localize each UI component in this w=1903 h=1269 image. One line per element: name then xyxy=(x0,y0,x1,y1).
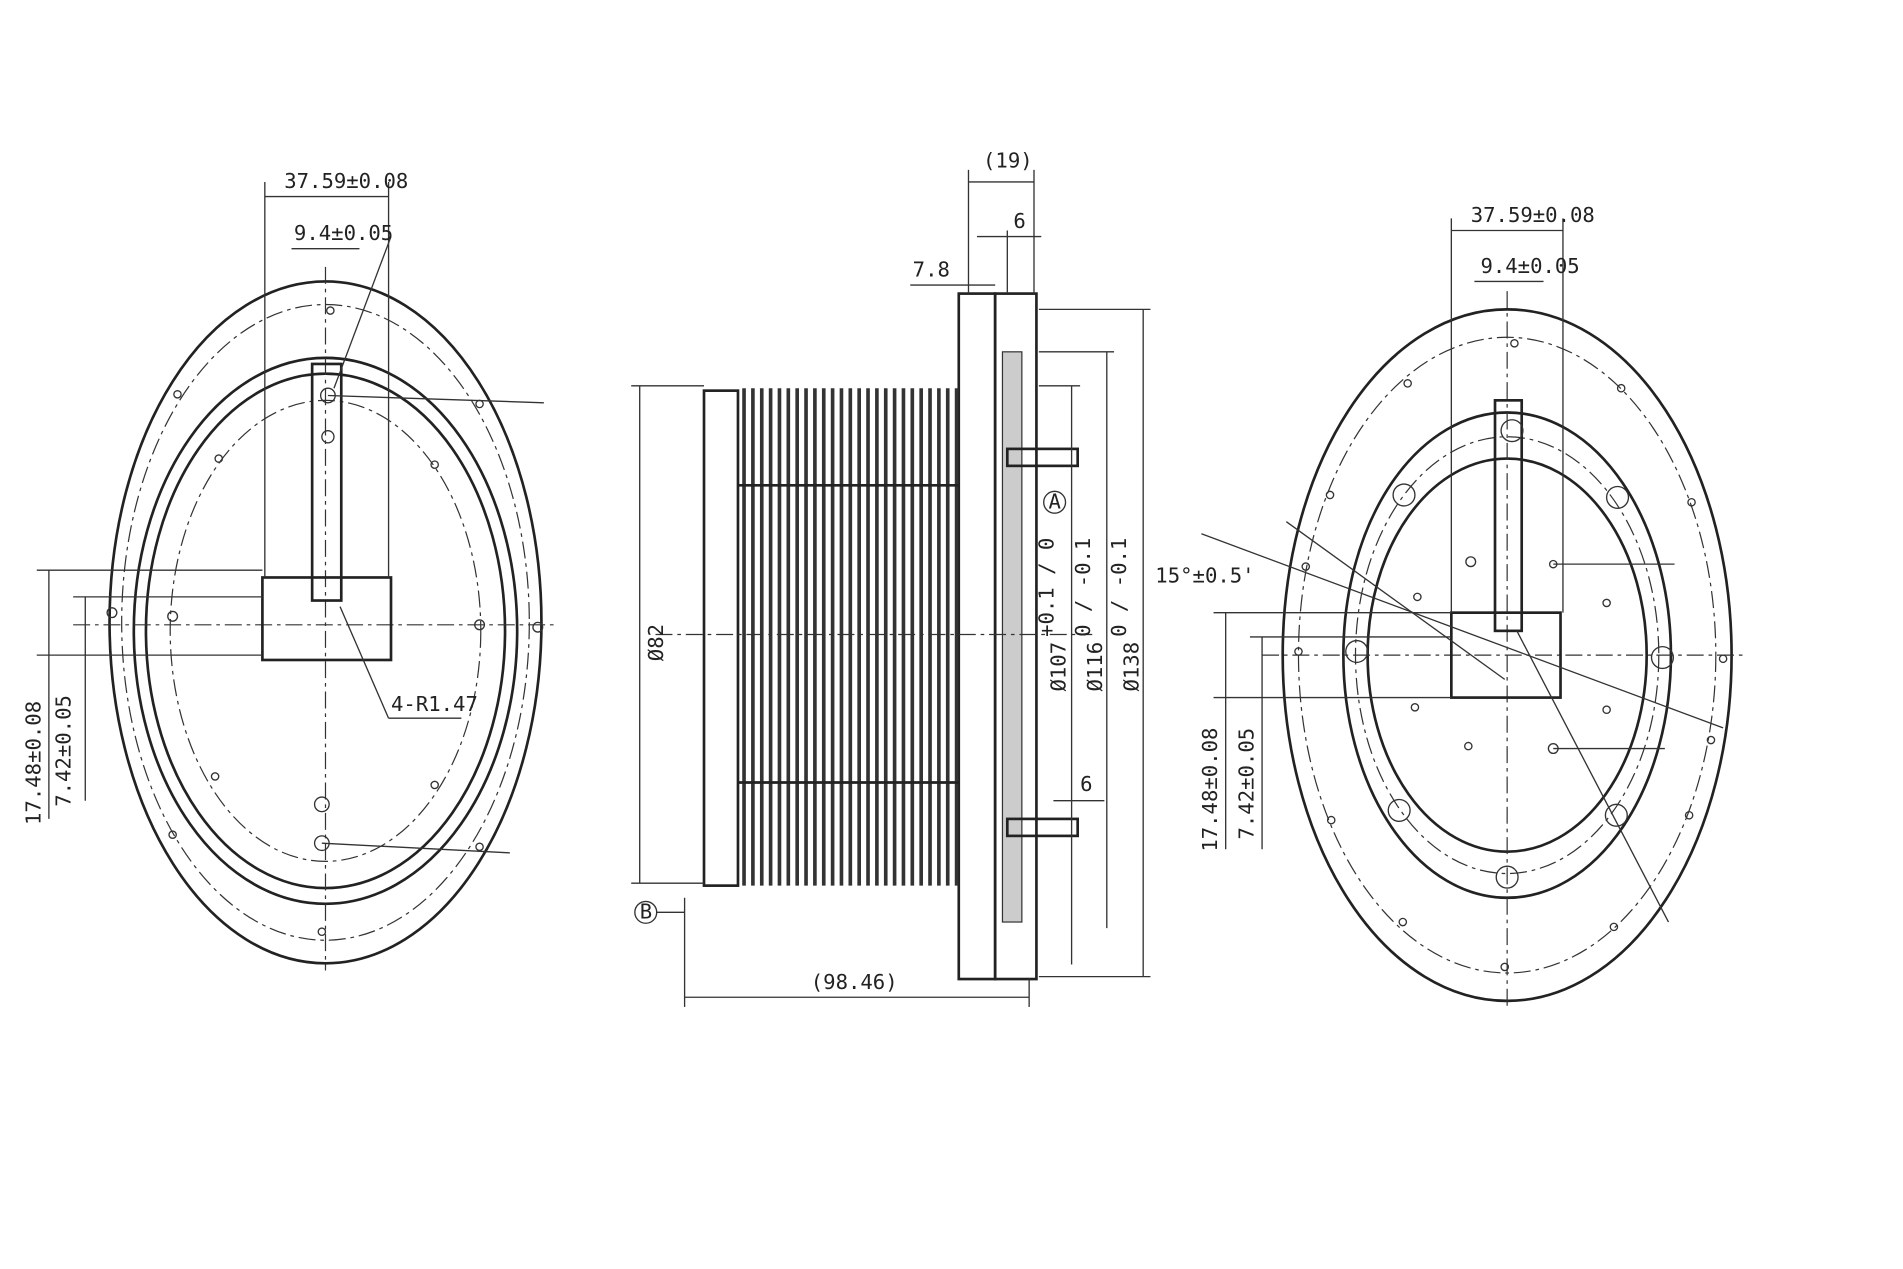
right-dim-offset-outer: 17.48±0.08 xyxy=(1198,728,1222,852)
right-dim-slot-width: 9.4±0.05 xyxy=(1480,254,1579,278)
side-dim-dia-107: Ø107 xyxy=(1047,642,1071,692)
left-dim-bolt-spacing: 37.59±0.08 xyxy=(284,169,408,193)
right-rear-view: 37.59±0.08 9.4±0.05 15°±0.5' 17.48±0.08 … xyxy=(1155,203,1748,1007)
side-dim-pin: 6 xyxy=(1080,772,1092,796)
side-section-view: (19) 6 7.8 A B Ø82 Ø107 +0.1 / 0 Ø116 0 … xyxy=(631,148,1151,1007)
datum-b: B xyxy=(640,899,652,923)
datum-a: A xyxy=(1049,489,1062,513)
left-dim-slot-width: 9.4±0.05 xyxy=(294,221,393,245)
side-dim-flange-step: 6 xyxy=(1013,209,1025,233)
side-dim-fin-dia: Ø82 xyxy=(644,624,668,661)
side-tol-116: 0 / -0.1 xyxy=(1071,538,1095,637)
side-tol-107: +0.1 / 0 xyxy=(1034,538,1058,637)
left-dim-offset-outer: 17.48±0.08 xyxy=(21,701,45,825)
left-front-view: 37.59±0.08 9.4±0.05 4-R1.47 17.48±0.08 7… xyxy=(21,169,559,971)
side-tol-138: 0 / -0.1 xyxy=(1107,538,1131,637)
right-dim-angle: 15°±0.5' xyxy=(1155,563,1254,587)
right-dim-offset-inner: 7.42±0.05 xyxy=(1235,728,1259,840)
side-dim-dia-138: Ø138 xyxy=(1119,642,1143,692)
side-dim-length: (98.46) xyxy=(811,970,898,994)
right-dim-bolt-spacing: 37.59±0.08 xyxy=(1471,203,1595,227)
side-dim-plate: 7.8 xyxy=(913,258,950,282)
side-dim-overall-flange: (19) xyxy=(983,148,1033,172)
left-dim-offset-inner: 7.42±0.05 xyxy=(52,695,76,807)
left-dim-radius: 4-R1.47 xyxy=(391,692,478,716)
side-dim-dia-116: Ø116 xyxy=(1083,642,1107,692)
